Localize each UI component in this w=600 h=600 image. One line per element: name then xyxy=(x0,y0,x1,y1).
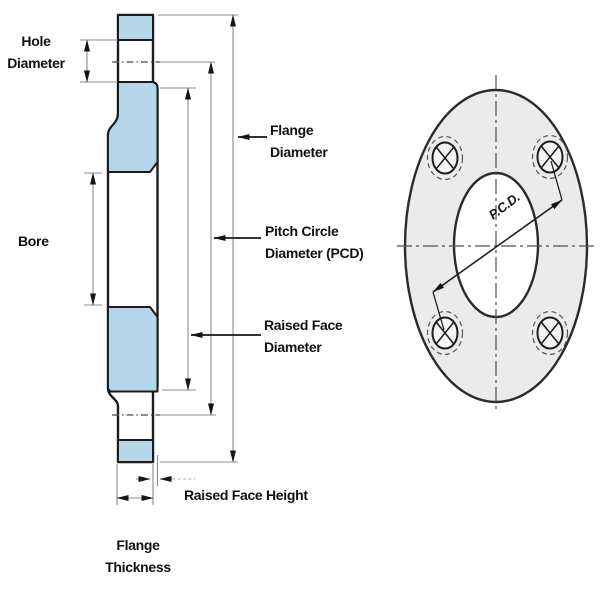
raised-face-height-label-line1: Raised Face Height xyxy=(184,487,308,503)
bore-label-line1: Bore xyxy=(18,233,49,249)
hole-diameter-label-line2: Diameter xyxy=(7,55,65,71)
flange-diameter-label-line2: Diameter xyxy=(270,144,328,160)
flange-diameter-label: Flange Diameter xyxy=(270,119,328,163)
pcd-leader-top xyxy=(550,160,563,201)
section-fill-top-hub xyxy=(107,81,159,173)
raised-face-height-label: Raised Face Height xyxy=(184,484,308,506)
section-fill-bottom-rim xyxy=(117,439,154,463)
face-view xyxy=(397,75,598,412)
bore-label: Bore xyxy=(18,230,49,252)
raised-face-diameter-label-line2: Diameter xyxy=(264,339,322,355)
hole-diameter-label: Hole Diameter xyxy=(0,30,72,74)
flange-thickness-label-line1: Flange xyxy=(116,537,160,553)
hole-diameter-label-line1: Hole xyxy=(21,33,51,49)
extension-lines xyxy=(80,14,238,505)
pcd-leader-bottom xyxy=(432,291,445,331)
pcd-dimension-line xyxy=(432,199,563,293)
section-fill-bottom-hub xyxy=(107,306,159,393)
pcd-label-line1: Pitch Circle xyxy=(265,223,339,239)
flange-thickness-label-line2: Thickness xyxy=(105,559,171,575)
raised-face-diameter-label: Raised Face Diameter xyxy=(264,314,343,358)
pcd-label-line2: Diameter (PCD) xyxy=(265,245,364,261)
label-leaders xyxy=(190,134,267,338)
pitch-circle-diameter-label: Pitch Circle Diameter (PCD) xyxy=(265,220,364,264)
flange-diameter-label-line1: Flange xyxy=(270,122,314,138)
section-view xyxy=(80,13,267,505)
section-fill-top-rim xyxy=(117,14,154,41)
flange-thickness-label: Flange Thickness xyxy=(92,534,184,578)
raised-face-diameter-label-line1: Raised Face xyxy=(264,317,343,333)
